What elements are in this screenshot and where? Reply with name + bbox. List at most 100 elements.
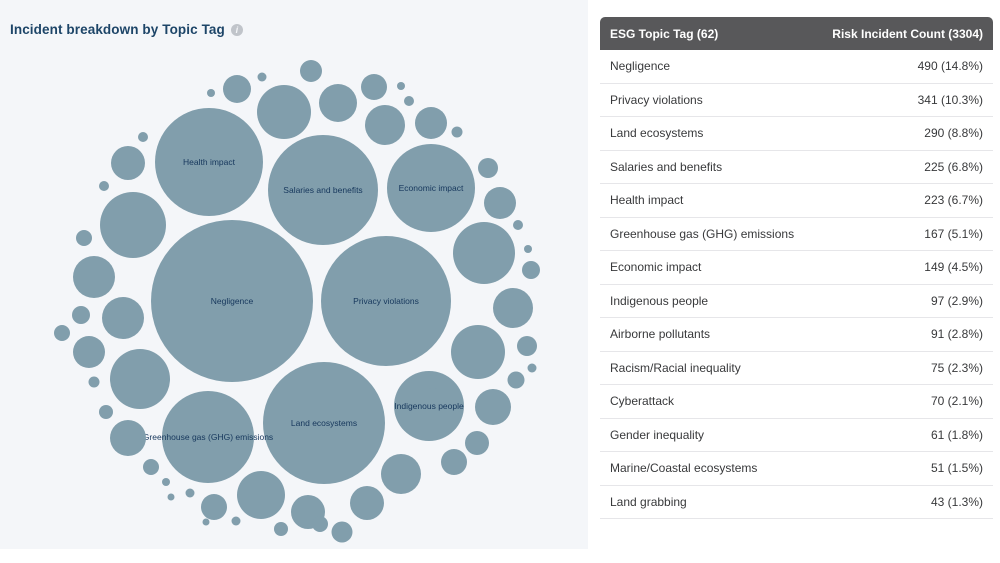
bubble[interactable]	[319, 84, 357, 122]
bubble[interactable]	[73, 336, 105, 368]
bubble[interactable]	[54, 325, 70, 341]
bubble[interactable]	[231, 516, 241, 526]
bubble[interactable]	[350, 486, 384, 520]
incident-count-cell: 51 (1.5%)	[930, 461, 983, 476]
topic-tag-cell: Land grabbing	[610, 494, 687, 509]
info-icon[interactable]: i	[230, 23, 243, 36]
table-row[interactable]: Economic impact 149 (4.5%)	[600, 251, 993, 285]
table-row[interactable]: Land grabbing 43 (1.3%)	[600, 485, 993, 519]
topic-tag-table: ESG Topic Tag (62) Risk Incident Count (…	[600, 17, 993, 519]
bubble[interactable]	[202, 518, 210, 526]
bubble[interactable]	[361, 74, 387, 100]
bubble[interactable]	[100, 192, 166, 258]
bubble[interactable]	[257, 72, 267, 82]
bubble[interactable]	[507, 371, 525, 389]
bubble[interactable]	[162, 478, 170, 486]
bubble[interactable]	[465, 431, 489, 455]
bubble[interactable]	[111, 146, 145, 180]
incident-count-cell: 223 (6.7%)	[924, 193, 983, 208]
bubble[interactable]	[102, 297, 144, 339]
bubble-label: Salaries and benefits	[283, 185, 362, 195]
bubble[interactable]	[527, 363, 537, 373]
topic-tag-cell: Airborne pollutants	[610, 327, 711, 342]
topic-tag-cell: Privacy violations	[610, 92, 703, 107]
bubble-privacy-violations[interactable]	[321, 236, 451, 366]
bubble-negligence[interactable]	[151, 220, 313, 382]
bubble[interactable]	[484, 187, 516, 219]
incident-count-cell: 43 (1.3%)	[930, 494, 983, 509]
bubble[interactable]	[237, 471, 285, 519]
bubble[interactable]	[475, 389, 511, 425]
bubble[interactable]	[99, 181, 109, 191]
bubble[interactable]	[478, 158, 498, 178]
bubble[interactable]	[404, 96, 414, 106]
bubble-economic-impact[interactable]	[387, 144, 475, 232]
bubble-land-ecosystems[interactable]	[263, 362, 385, 484]
bubble-label: Health impact	[183, 157, 236, 167]
bubble[interactable]	[88, 376, 100, 388]
bubble[interactable]	[397, 82, 405, 90]
bubble[interactable]	[143, 459, 159, 475]
bubble-indigenous-people[interactable]	[394, 371, 464, 441]
table-header-row: ESG Topic Tag (62) Risk Incident Count (…	[600, 17, 993, 50]
bubble[interactable]	[223, 75, 251, 103]
bubble[interactable]	[415, 107, 447, 139]
bubble[interactable]	[493, 288, 533, 328]
bubble[interactable]	[167, 493, 175, 501]
bubble[interactable]	[522, 261, 540, 279]
bubble[interactable]	[201, 494, 227, 520]
bubble[interactable]	[331, 521, 353, 543]
bubble[interactable]	[138, 132, 148, 142]
chart-header: Incident breakdown by Topic Tag i	[10, 22, 243, 37]
topic-tag-cell: Economic impact	[610, 260, 702, 275]
bubble[interactable]	[300, 60, 322, 82]
bubble[interactable]	[441, 449, 467, 475]
bubble[interactable]	[426, 375, 440, 389]
bubble[interactable]	[72, 306, 90, 324]
bubble[interactable]	[99, 405, 113, 419]
incident-count-cell: 490 (14.8%)	[917, 59, 983, 74]
bubble[interactable]	[524, 245, 532, 253]
incident-count-cell: 167 (5.1%)	[924, 226, 983, 241]
incident-count-cell: 290 (8.8%)	[924, 126, 983, 141]
incident-count-cell: 149 (4.5%)	[924, 260, 983, 275]
bubble[interactable]	[76, 230, 92, 246]
bubble[interactable]	[453, 222, 515, 284]
bubble-health-impact[interactable]	[155, 108, 263, 216]
bubble[interactable]	[517, 336, 537, 356]
incident-count-cell: 91 (2.8%)	[930, 327, 983, 342]
bubble-salaries-and-benefits[interactable]	[268, 135, 378, 245]
bubble[interactable]	[110, 349, 170, 409]
bubble-greenhouse-gas-ghg-emissions[interactable]	[162, 391, 254, 483]
bubble[interactable]	[257, 85, 311, 139]
bubble[interactable]	[185, 488, 195, 498]
bubble[interactable]	[73, 256, 115, 298]
bubble[interactable]	[381, 454, 421, 494]
bubble[interactable]	[207, 89, 215, 97]
bubble[interactable]	[274, 522, 288, 536]
bubble[interactable]	[365, 105, 405, 145]
bubble[interactable]	[312, 516, 328, 532]
column-header-incident-count: Risk Incident Count (3304)	[832, 26, 983, 41]
bubble[interactable]	[110, 420, 146, 456]
table-row[interactable]: Airborne pollutants 91 (2.8%)	[600, 318, 993, 352]
bubble[interactable]	[513, 220, 523, 230]
incident-breakdown-panel: Incident breakdown by Topic Tag i Neglig…	[0, 0, 588, 549]
topic-tag-cell: Health impact	[610, 193, 684, 208]
bubble[interactable]	[451, 325, 505, 379]
bubble[interactable]	[451, 126, 463, 138]
table-row[interactable]: Health impact 223 (6.7%)	[600, 184, 993, 218]
incident-count-cell: 75 (2.3%)	[930, 360, 983, 375]
